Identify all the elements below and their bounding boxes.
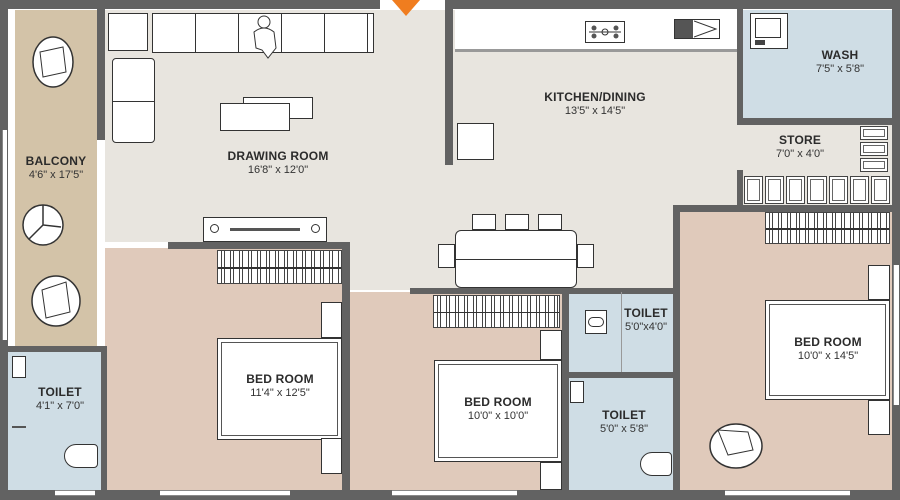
wall-top-left (0, 0, 380, 9)
dining-chair-2 (505, 214, 529, 230)
room-name: BED ROOM (246, 372, 314, 386)
kitchen-stool (457, 123, 494, 160)
basin-toilet1 (12, 356, 26, 378)
room-name: TOILET (38, 385, 82, 399)
wardrobe-bed1 (217, 250, 342, 284)
person-standing-icon (250, 14, 280, 59)
sink-icon (674, 19, 720, 39)
nightstand-bed3b (868, 400, 890, 435)
tv-unit (203, 217, 327, 242)
nightstand-bed3 (868, 265, 890, 300)
wall-balcony-drawing (97, 0, 105, 140)
wall-toilet1-right (101, 346, 107, 490)
wc-toilet2-icon (585, 310, 607, 334)
room-name: STORE (778, 133, 822, 147)
nightstand-bed2 (540, 462, 562, 490)
wall-bed2-toilet (562, 288, 569, 490)
dining-chair-3 (538, 214, 562, 230)
room-name: KITCHEN/DINING (544, 90, 646, 104)
wall-drawing-kitchen (445, 0, 453, 165)
wardrobe-bed2 (433, 295, 560, 328)
window-bottom-bed2 (392, 490, 517, 496)
side-table (108, 13, 148, 51)
wc-toilet1-icon (64, 444, 98, 468)
room-dims: 10'0" x 14'5" (797, 349, 859, 362)
room-name: BALCONY (25, 154, 87, 168)
wall-bed3-top (673, 205, 900, 212)
store-shelf-2 (860, 142, 888, 156)
room-dims: 5'0"x4'0" (625, 320, 667, 333)
shower-toilet1-icon (12, 426, 26, 434)
nightstand-bed1b (321, 438, 342, 474)
wc-toilet3-icon (640, 452, 672, 476)
dining-chair-left (438, 244, 455, 268)
room-name: WASH (821, 48, 859, 62)
bedroom-chair-icon (708, 420, 764, 470)
room-dims: 11'4" x 12'5" (250, 386, 310, 399)
wall-toilet-bed3 (673, 205, 680, 490)
wall-top-right (445, 0, 900, 9)
nightstand-bed1 (321, 302, 342, 338)
wardrobe-bed3 (765, 212, 890, 244)
bed-3 (765, 300, 890, 400)
wall-right-outer (892, 0, 900, 500)
store-shelf-3 (860, 158, 888, 172)
room-dims: 16'8" x 12'0" (247, 163, 309, 176)
window-balcony-left (2, 130, 7, 340)
room-dims: 4'6" x 17'5" (28, 168, 84, 181)
window-right-bed3 (893, 265, 899, 405)
window-bottom-bed1 (160, 490, 290, 496)
dining-table (455, 230, 577, 288)
room-dims: 13'5" x 14'5" (564, 104, 626, 117)
room-dims: 10'0" x 10'0" (467, 409, 529, 422)
balcony-round-table-icon (21, 203, 65, 247)
sofa-left (112, 58, 155, 143)
dining-chair-right (577, 244, 594, 268)
store-shelf-1 (860, 126, 888, 140)
window-bottom-toilet1 (55, 490, 95, 496)
room-name: BED ROOM (794, 335, 862, 349)
balcony-chair-top-icon (28, 32, 78, 92)
wall-balcony-bottom (0, 346, 105, 352)
wall-bed1-top (168, 242, 350, 249)
wall-bed2-top (410, 288, 675, 294)
wall-toilet2-3 (568, 372, 673, 378)
bed-2 (434, 360, 562, 462)
room-dims: 7'5" x 5'8" (815, 62, 865, 75)
basin-toilet3 (570, 381, 584, 403)
room-name: TOILET (624, 306, 668, 320)
washing-machine-icon (750, 13, 788, 49)
balcony-chair-bottom-icon (28, 268, 84, 330)
store-cabinet-row (744, 176, 890, 204)
dining-chair-1 (472, 214, 496, 230)
room-name: BED ROOM (464, 395, 532, 409)
entry-marker-icon (392, 0, 420, 16)
room-name: TOILET (602, 408, 646, 422)
wall-wash-store (737, 118, 900, 125)
divider-toilet2 (621, 292, 622, 372)
cooktop-icon (585, 21, 625, 43)
bed-1 (217, 338, 342, 440)
coffee-table-top (220, 103, 290, 131)
wall-kitchen-wash (737, 0, 743, 118)
wall-bed1-bed2 (342, 242, 350, 490)
room-dims: 5'0" x 5'8" (599, 422, 649, 435)
nightstand-bed2b (540, 330, 562, 360)
wall-store-side (737, 170, 743, 210)
room-dims: 4'1" x 7'0" (35, 399, 85, 412)
room-name: DRAWING ROOM (227, 149, 329, 163)
window-bottom-bed3 (725, 490, 850, 496)
room-dims: 7'0" x 4'0" (775, 147, 825, 160)
